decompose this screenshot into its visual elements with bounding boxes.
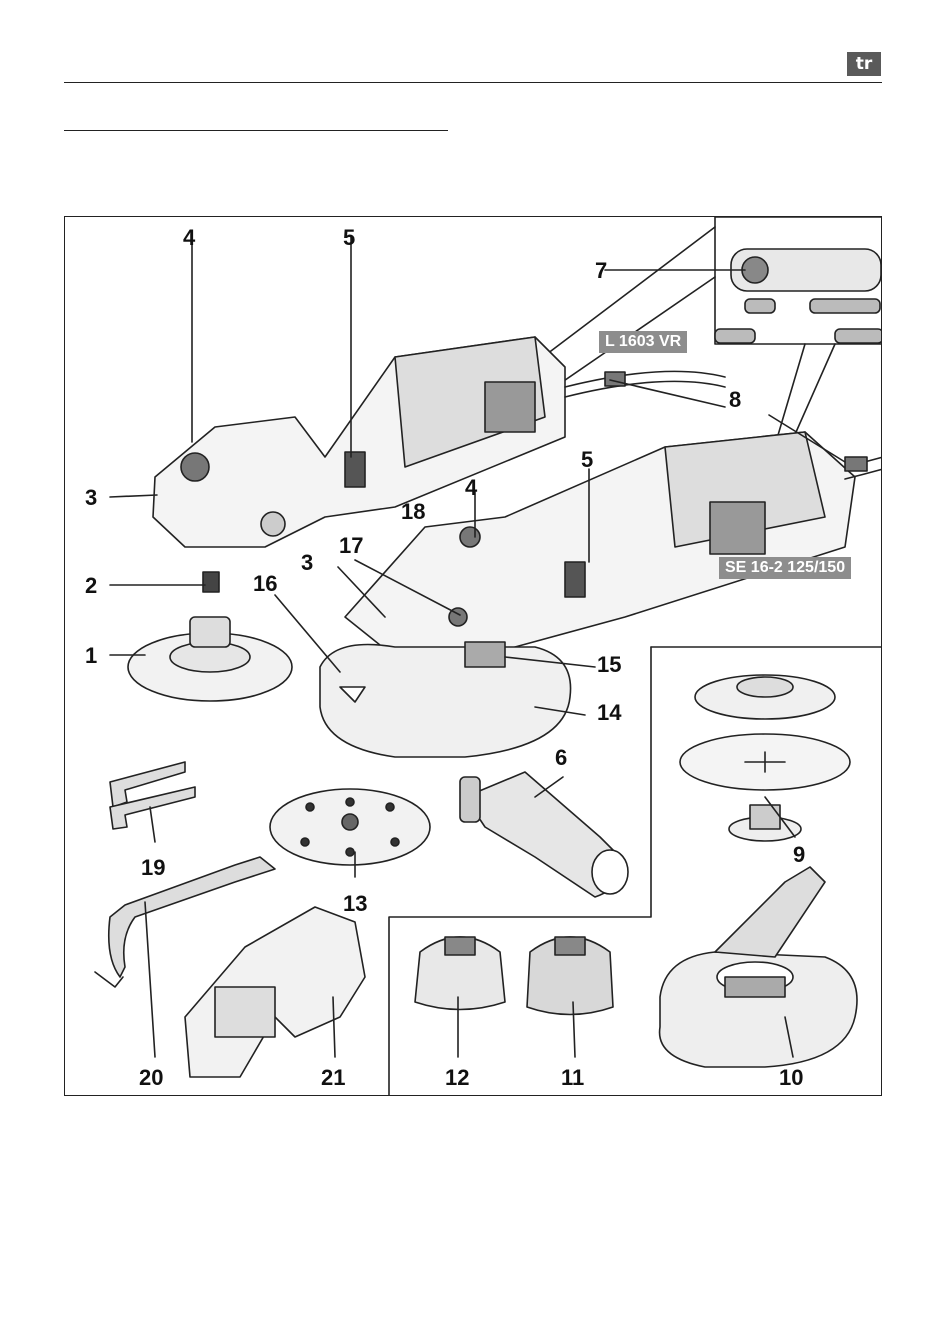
callout-5-upper: 5 [343, 227, 355, 249]
callout-7: 7 [595, 260, 607, 282]
callout-12: 12 [445, 1067, 469, 1089]
callout-4-upper: 4 [183, 227, 195, 249]
callout-15: 15 [597, 654, 621, 676]
language-badge: tr [847, 52, 881, 76]
header-rule [64, 82, 882, 83]
callout-19: 19 [141, 857, 165, 879]
callout-11: 11 [561, 1067, 584, 1089]
callout-18: 18 [401, 501, 425, 523]
callout-3-upper: 3 [85, 487, 97, 509]
callout-17: 17 [339, 535, 363, 557]
callout-16: 16 [253, 573, 277, 595]
callout-21: 21 [321, 1067, 345, 1089]
product-illustration: 4 5 7 3 2 1 8 5 4 18 17 3 16 15 14 6 9 1… [64, 216, 882, 1096]
illustration-drawing [65, 217, 882, 1096]
model-label-l1603vr: L 1603 VR [599, 331, 687, 353]
callout-3-lower: 3 [301, 552, 313, 574]
callout-14: 14 [597, 702, 621, 724]
callout-9: 9 [793, 844, 805, 866]
callout-5-lower: 5 [581, 449, 593, 471]
callout-2: 2 [85, 575, 97, 597]
callout-13: 13 [343, 893, 367, 915]
callout-20: 20 [139, 1067, 163, 1089]
model-label-se16-2: SE 16-2 125/150 [719, 557, 851, 579]
callout-10: 10 [779, 1067, 803, 1089]
callout-1: 1 [85, 645, 97, 667]
callout-8: 8 [729, 389, 741, 411]
section-heading-rule [64, 130, 448, 131]
callout-6: 6 [555, 747, 567, 769]
callout-4-lower: 4 [465, 477, 477, 499]
